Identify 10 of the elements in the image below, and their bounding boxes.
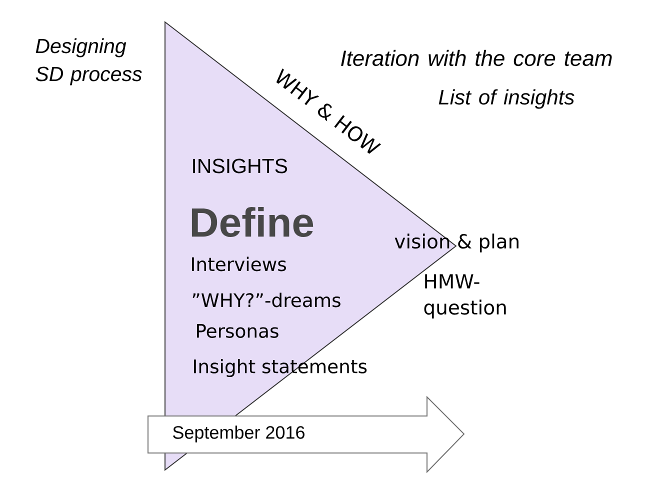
method-text: Personas (197, 324, 278, 338)
method-text: Interviews (192, 256, 286, 272)
output-text: vision & plan (394, 234, 518, 252)
heading-text: INSIGHTS (193, 158, 288, 174)
method-text: ”WHY?”-dreams (192, 292, 340, 308)
side-note: Designing SD process (36, 38, 142, 86)
side-note: List of insights (438, 89, 574, 109)
phase-title: Define (192, 206, 314, 238)
output-text: HMW- question (424, 274, 506, 318)
side-note: Iteration with the core team (341, 50, 612, 66)
